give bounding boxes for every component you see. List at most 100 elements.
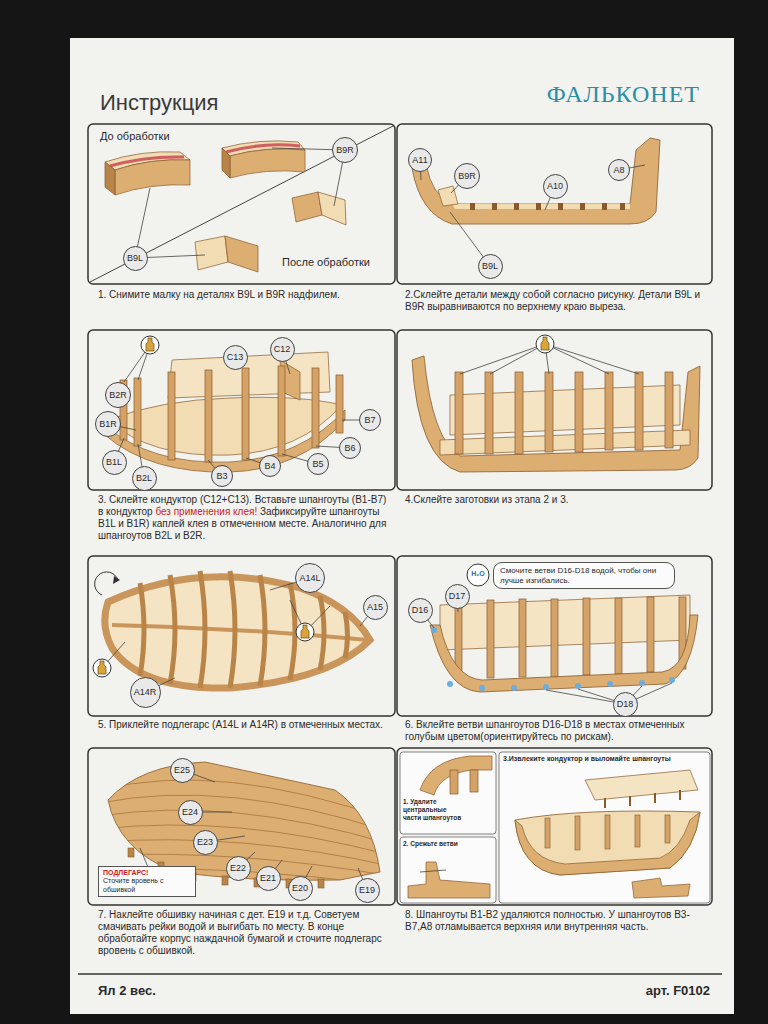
node-text: B7	[364, 416, 375, 425]
frame	[205, 370, 212, 462]
keel-assembly	[412, 138, 660, 224]
callout-number: D16	[408, 598, 433, 623]
frame	[278, 366, 285, 456]
blue-dot	[511, 685, 517, 691]
broken-piece	[632, 878, 690, 898]
frame	[665, 815, 670, 843]
callout-number: B2R	[105, 382, 131, 408]
callout-number: B5	[307, 453, 329, 475]
frame	[647, 597, 654, 672]
arrow-head	[113, 576, 120, 584]
label-text: ФАЛЬКОНЕТ	[547, 81, 700, 107]
node-text: Смочите ветви D16-D18 водой, чтобы они л…	[500, 566, 668, 585]
node-text: E25	[174, 766, 190, 775]
peg	[654, 793, 656, 803]
peg	[604, 798, 606, 808]
rib	[230, 571, 235, 688]
frame	[545, 818, 550, 848]
finished-boat	[515, 811, 700, 875]
node-text: A8	[613, 166, 624, 175]
node-text: E24	[182, 808, 198, 817]
frame	[336, 375, 343, 433]
jig-plate	[440, 430, 690, 455]
label-text: арт. F0102	[646, 983, 710, 998]
planks	[100, 780, 390, 886]
notch	[492, 203, 497, 210]
callout-number: B9R	[454, 163, 480, 189]
panel-frame	[88, 556, 395, 716]
label-text: H₂O	[471, 570, 485, 577]
step-caption: 3. Склейте кондуктор (C12+C13). Вставьте…	[98, 494, 393, 542]
brand-logo: ФАЛЬКОНЕТ	[500, 80, 700, 109]
article-number: арт. F0102	[510, 983, 710, 999]
callout-number: E20	[288, 876, 313, 901]
label-text: 4.Склейте заготовки из этапа 2 и 3.	[405, 494, 569, 505]
water-label: H₂O	[467, 570, 489, 578]
part-processed	[318, 192, 346, 225]
node-text: A14R	[134, 688, 157, 697]
model-name: Ял 2 вес.	[98, 983, 298, 999]
label-text: 2. Срежьте ветви	[403, 840, 458, 847]
node-text: B5	[312, 460, 323, 469]
jig-pegs	[605, 790, 680, 808]
leader-lines	[108, 345, 370, 478]
panel-frame	[88, 748, 395, 905]
rib	[290, 583, 295, 680]
callout-number: B1R	[95, 411, 121, 437]
frame-detail	[450, 770, 458, 794]
jig-lifted	[585, 770, 698, 800]
frame	[635, 372, 643, 450]
glue-icon	[141, 336, 159, 354]
frame	[487, 600, 494, 678]
callout-number: D18	[613, 692, 638, 717]
frame	[575, 816, 580, 850]
callout-number: C13	[223, 345, 248, 370]
notch	[580, 203, 585, 210]
callout-number: A10	[543, 174, 568, 199]
node-text: B3	[216, 472, 227, 481]
node-text: D16	[412, 606, 429, 615]
step-caption: 4.Склейте заготовки из этапа 2 и 3.	[405, 494, 710, 506]
callout-number: E22	[226, 856, 251, 881]
panel-frame	[397, 556, 712, 716]
node-text: E20	[292, 884, 308, 893]
notch	[536, 203, 541, 210]
frame	[545, 372, 553, 452]
glue-icon	[93, 659, 111, 677]
frame	[485, 372, 493, 454]
node-text: B1L	[106, 458, 122, 467]
blue-dot	[575, 683, 581, 689]
frame	[455, 372, 463, 454]
node-text: E23	[197, 838, 213, 847]
label-text: После обработки	[282, 256, 370, 268]
label-text: Ял 2 вес.	[98, 983, 156, 998]
blue-dot	[447, 681, 453, 687]
frame	[665, 372, 673, 448]
callout-number: A8	[608, 159, 630, 181]
plank-seam	[100, 810, 390, 844]
inset-frame	[499, 752, 710, 903]
frame	[519, 599, 526, 677]
node-text: E19	[359, 886, 375, 895]
cut-line	[420, 870, 446, 872]
leader-lines	[135, 148, 345, 258]
page-title: Инструкция	[100, 90, 218, 116]
glue-icon	[296, 623, 314, 641]
frame	[605, 372, 613, 450]
glue-icon	[536, 335, 554, 353]
label-text: 6. Вклейте ветви шпангоутов D16-D18 в ме…	[405, 719, 684, 742]
frame	[583, 598, 590, 675]
node-text: B9L	[482, 262, 498, 271]
node-text: B2L	[136, 474, 152, 483]
peg	[629, 796, 631, 806]
inset-label: 3.Извлеките кондуктор и выломайте шпанго…	[503, 755, 708, 763]
rib	[140, 583, 144, 676]
node-text: A14L	[299, 574, 320, 583]
part-end	[222, 148, 230, 178]
label-text: 8. Шпангоуты B1-B2 удаляются полностью. …	[405, 909, 690, 932]
inset-label: 1. Удалите центральные части шпангоутов	[403, 798, 465, 821]
part-side	[115, 160, 190, 195]
node-text: C13	[227, 353, 244, 362]
node-text: E21	[260, 874, 276, 883]
panel-frame	[397, 330, 712, 490]
